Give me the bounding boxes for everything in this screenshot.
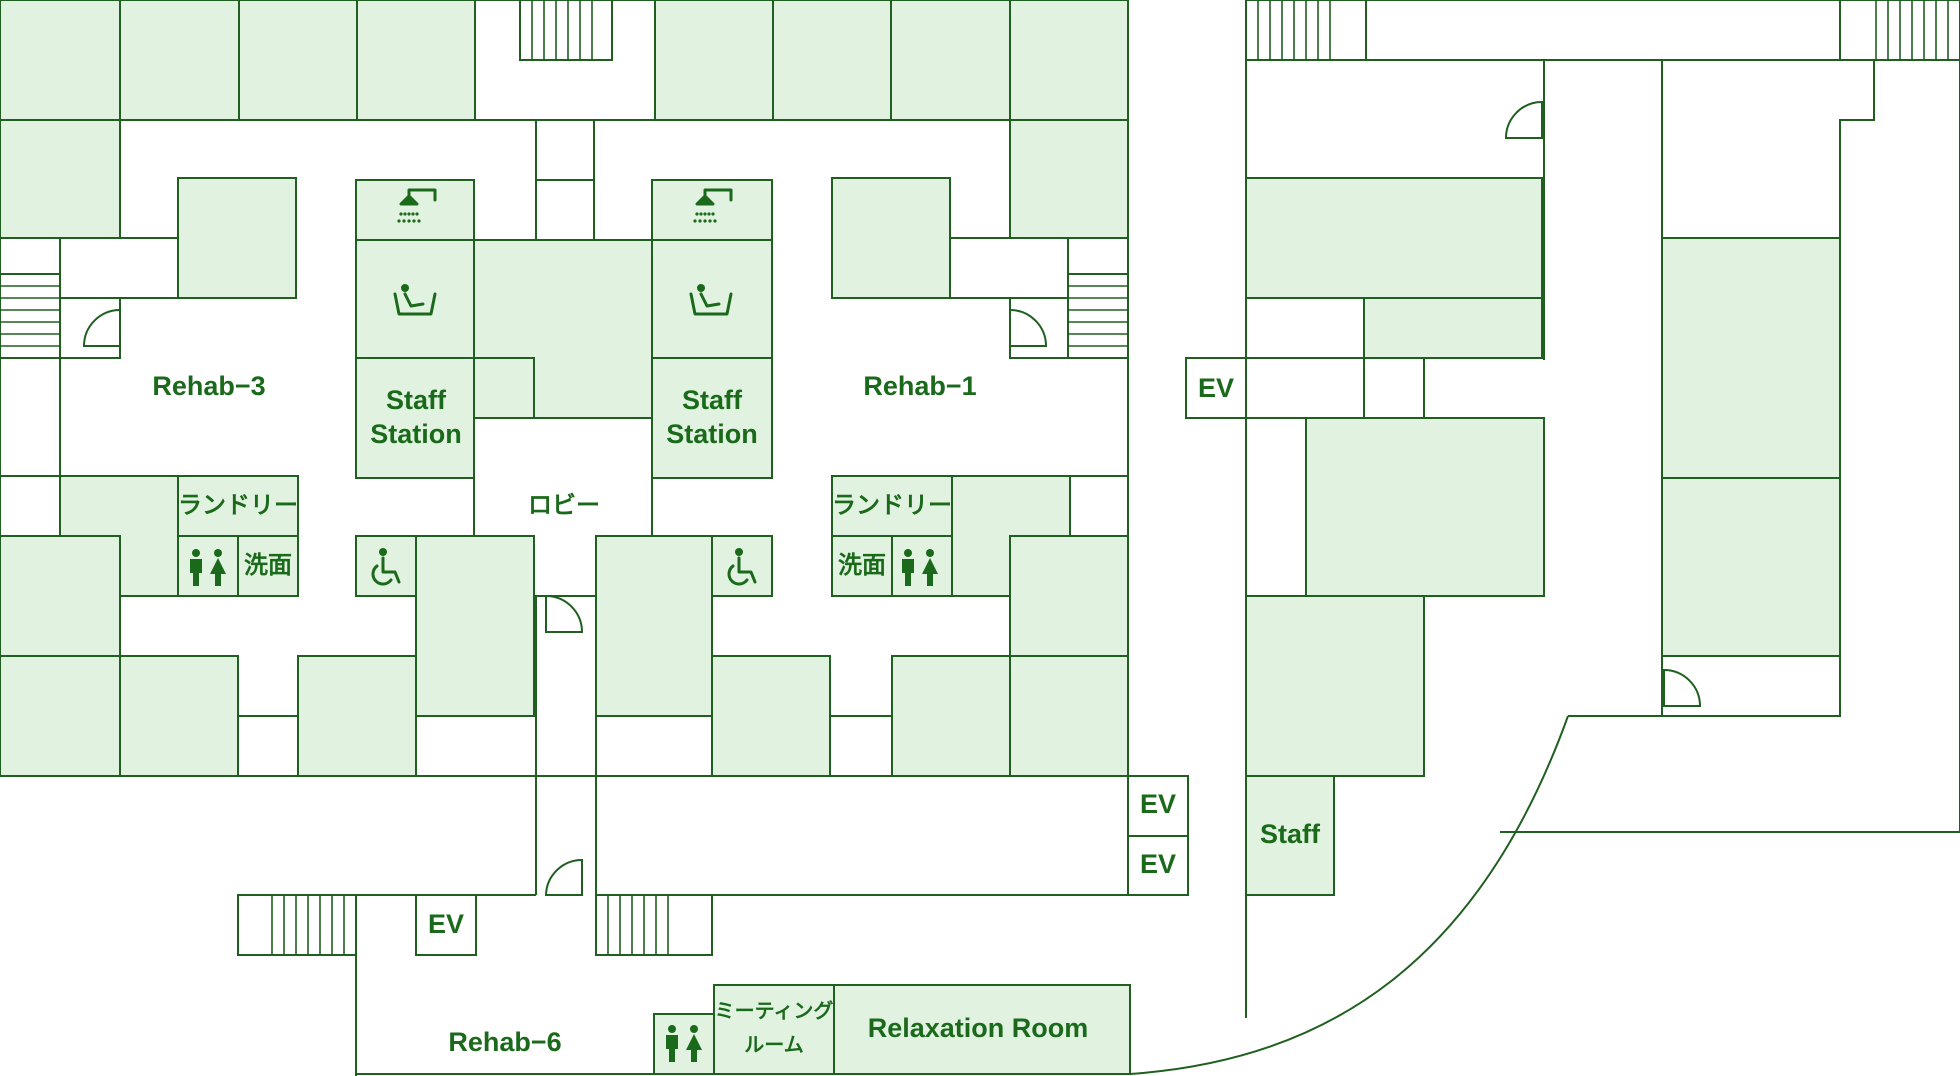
bathtub-icon bbox=[689, 284, 733, 316]
laundry-washroom-left bbox=[177, 475, 299, 597]
restroom-icon bbox=[666, 1025, 702, 1062]
label-washroom-left: 洗面 bbox=[244, 551, 292, 579]
label-rehab-1: Rehab−1 bbox=[863, 371, 976, 401]
label-meeting-room-2: ルーム bbox=[744, 1033, 803, 1057]
bath-block-right bbox=[651, 179, 773, 479]
wheelchair-icon bbox=[727, 548, 757, 586]
bathtub-icon bbox=[393, 284, 437, 316]
rooms-top-left bbox=[0, 0, 1129, 299]
door-swing-icon bbox=[82, 100, 1702, 896]
shower-icon bbox=[397, 188, 437, 223]
label-lobby: ロビー bbox=[528, 491, 600, 519]
label-staff-station-left-1: Staff bbox=[386, 385, 447, 415]
label-staff: Staff bbox=[1260, 819, 1321, 849]
bath-block-left bbox=[355, 179, 655, 479]
map-labels: Rehab−3 Rehab−1 Rehab−6 Staff Station St… bbox=[152, 371, 1321, 1057]
label-staff-station-right-2: Station bbox=[666, 419, 758, 449]
label-staff-station-right-1: Staff bbox=[682, 385, 743, 415]
rooms-right-wing bbox=[1245, 0, 1841, 896]
stairs-icon bbox=[0, 0, 1960, 956]
label-ev-2: EV bbox=[1140, 849, 1176, 879]
wheelchair-icon bbox=[371, 548, 401, 586]
laundry-washroom-right bbox=[831, 475, 953, 597]
label-washroom-right: 洗面 bbox=[838, 551, 886, 579]
label-rehab-3: Rehab−3 bbox=[152, 371, 265, 401]
restroom-icon bbox=[902, 549, 938, 586]
label-relaxation-room: Relaxation Room bbox=[868, 1013, 1089, 1043]
shower-icon bbox=[693, 188, 733, 223]
label-meeting-room-1: ミーティング bbox=[715, 999, 834, 1023]
restroom-icon bbox=[190, 549, 226, 586]
label-rehab-6: Rehab−6 bbox=[448, 1027, 561, 1057]
label-laundry-right: ランドリー bbox=[832, 491, 952, 519]
label-ev-right-wing: EV bbox=[1198, 373, 1234, 403]
label-ev-bottom: EV bbox=[428, 909, 464, 939]
label-staff-station-left-2: Station bbox=[370, 419, 462, 449]
label-laundry-left: ランドリー bbox=[178, 491, 298, 519]
label-ev-1: EV bbox=[1140, 789, 1176, 819]
rooms-bottom bbox=[653, 984, 1131, 1075]
